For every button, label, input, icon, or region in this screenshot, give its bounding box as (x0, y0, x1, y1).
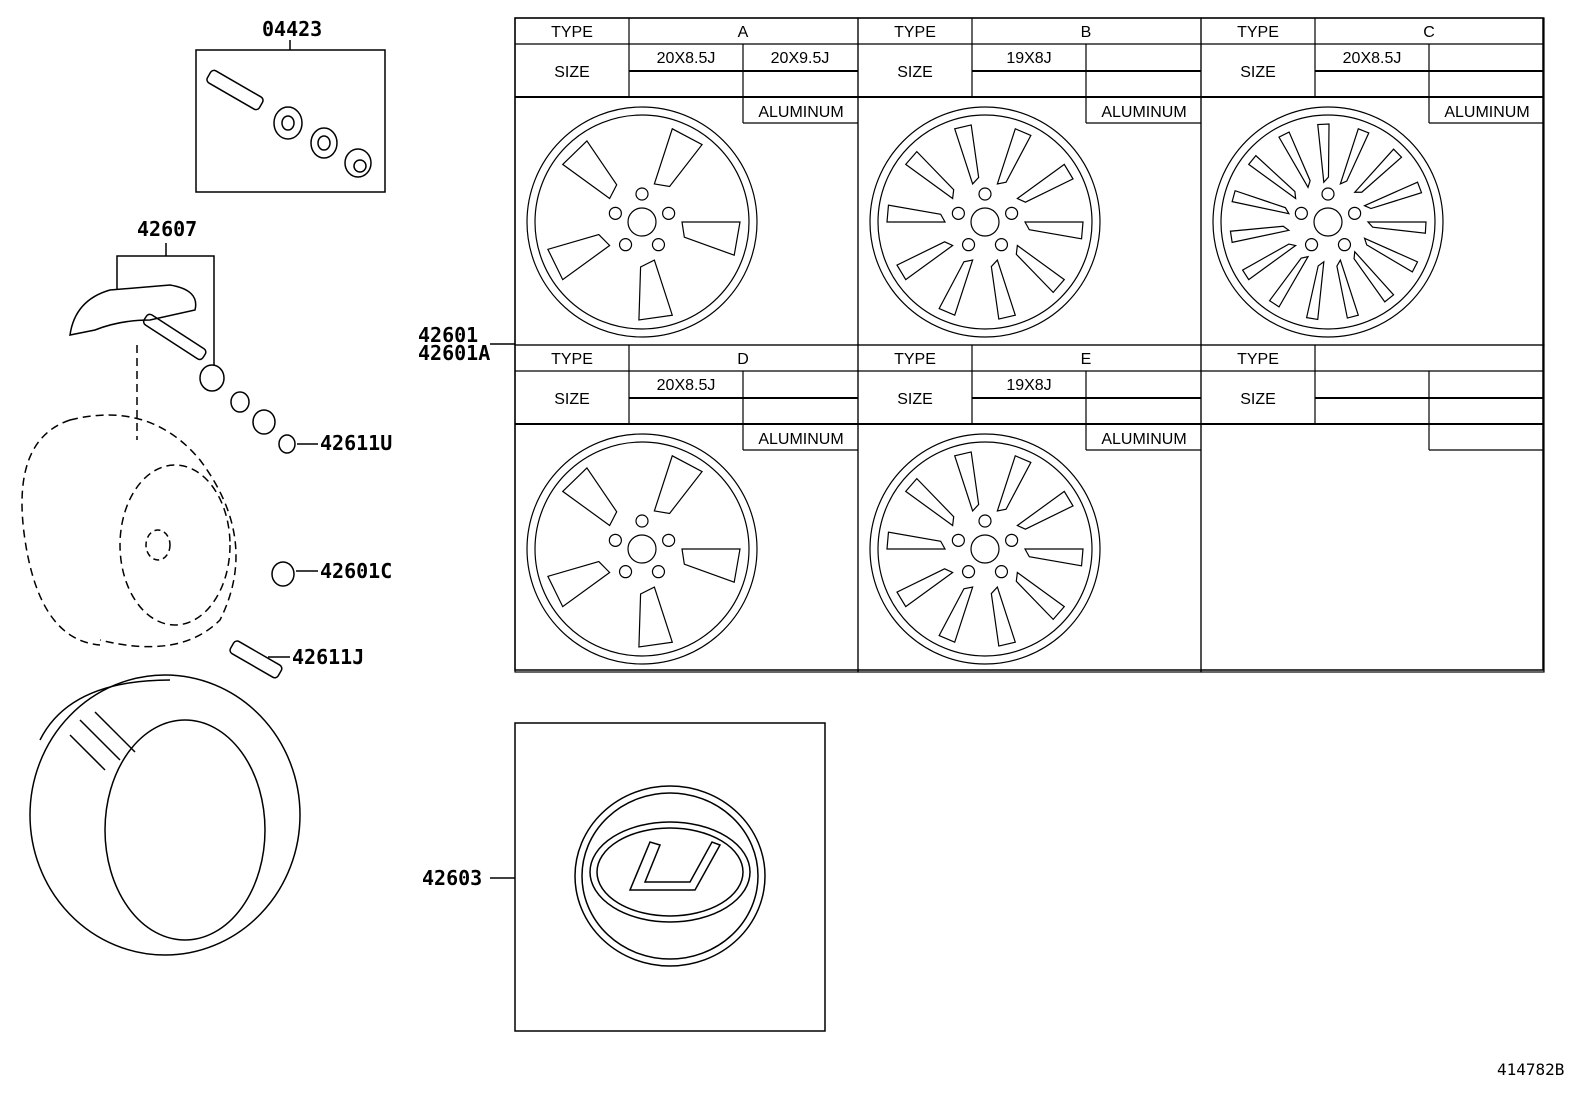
material-value: ALUMINUM (1101, 104, 1186, 121)
type-label: TYPE (1237, 351, 1279, 368)
table-cell-blank (1200, 344, 1545, 673)
wheel-type-table: TYPE SIZE A 20X8.5J 20X9.5J ALUMINUM TYPE SIZE B… (514, 17, 1545, 673)
label-42607: 42607 (137, 217, 197, 241)
size-value: 20X8.5J (657, 377, 716, 394)
size-value: 19X8J (1006, 50, 1051, 67)
size-value: 19X8J (1006, 377, 1051, 394)
table-cell-C (1200, 17, 1545, 346)
type-value: E (1081, 351, 1092, 368)
diagram-id: 414782B (1497, 1060, 1564, 1079)
table-cell-A (514, 17, 859, 346)
table-cell-B (857, 17, 1202, 346)
size-value: 20X9.5J (771, 50, 830, 67)
label-42603: 42603 (422, 866, 482, 890)
type-value: C (1423, 24, 1435, 41)
label-42611j: 42611J (292, 645, 364, 669)
size-value: 20X8.5J (1343, 50, 1402, 67)
label-42601c: 42601C (320, 559, 392, 583)
size-label: SIZE (1240, 64, 1276, 81)
type-value: D (737, 351, 749, 368)
size-label: SIZE (554, 391, 590, 408)
wheel-D-drawing (526, 433, 758, 665)
size-label: SIZE (897, 64, 933, 81)
material-value: ALUMINUM (758, 431, 843, 448)
label-04423: 04423 (262, 17, 322, 41)
wheel-C-drawing (1212, 106, 1444, 338)
ornament-group (490, 722, 826, 1032)
size-label: SIZE (1240, 391, 1276, 408)
tpms-sensor-group (21, 243, 318, 956)
type-label: TYPE (551, 24, 593, 41)
material-value: ALUMINUM (1444, 104, 1529, 121)
type-label: TYPE (551, 351, 593, 368)
label-42601: 42601 (418, 323, 478, 347)
label-42611u: 42611U (320, 431, 392, 455)
type-value: B (1081, 24, 1092, 41)
size-label: SIZE (554, 64, 590, 81)
valve-kit-group (195, 40, 386, 193)
size-value: 20X8.5J (657, 50, 716, 67)
wheel-A-drawing (526, 106, 758, 338)
wheel-E-drawing (869, 433, 1101, 665)
wheel-B-drawing (869, 106, 1101, 338)
material-value: ALUMINUM (1101, 431, 1186, 448)
material-value: ALUMINUM (758, 104, 843, 121)
type-label: TYPE (894, 351, 936, 368)
label-42601a: 42601A (418, 341, 490, 365)
table-cell-E (857, 344, 1202, 673)
type-value: A (738, 24, 749, 41)
type-label: TYPE (1237, 24, 1279, 41)
size-label: SIZE (897, 391, 933, 408)
type-label: TYPE (894, 24, 936, 41)
